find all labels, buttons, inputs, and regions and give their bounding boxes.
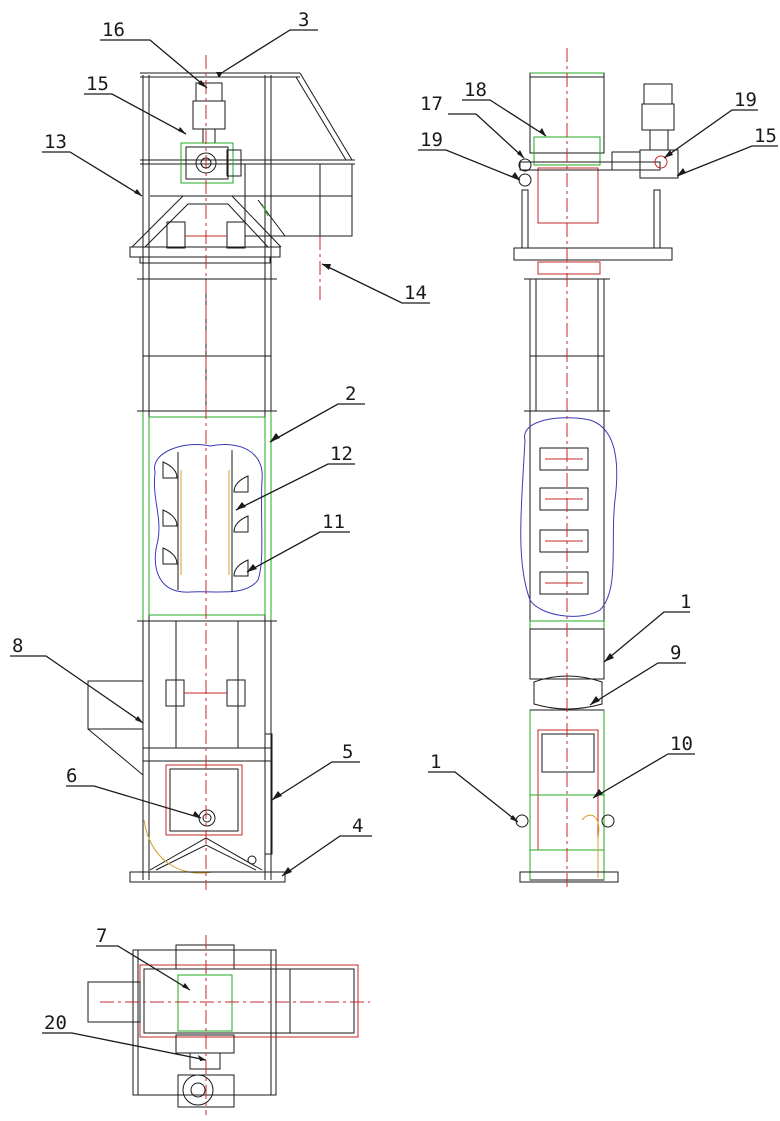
label-5: 5	[342, 741, 353, 763]
label-3: 3	[298, 9, 309, 31]
label-11: 11	[322, 511, 345, 533]
bucket-group	[539, 447, 589, 595]
label-7: 7	[96, 925, 107, 947]
label-1-boot: 1	[430, 751, 441, 773]
label-8: 8	[12, 635, 23, 657]
top-view	[87, 935, 370, 1115]
label-1-side: 1	[680, 591, 691, 613]
label-16: 16	[102, 19, 125, 41]
callout-labels: 3 16 15 13 14 2 12 11 8 5 6 4 7 20 18 17…	[12, 9, 777, 1034]
label-9: 9	[670, 642, 681, 664]
label-17: 17	[420, 93, 443, 115]
label-10: 10	[670, 733, 693, 755]
label-13: 13	[44, 131, 67, 153]
arrowheads	[134, 72, 686, 1061]
side-view	[513, 48, 679, 890]
label-19-right: 19	[734, 89, 757, 111]
label-19-left: 19	[420, 129, 443, 151]
front-view	[87, 55, 355, 890]
label-12: 12	[330, 443, 353, 465]
label-4: 4	[352, 815, 363, 837]
leader-lines	[10, 29, 778, 1061]
label-2: 2	[345, 383, 356, 405]
label-15-side: 15	[754, 125, 777, 147]
label-6: 6	[66, 765, 77, 787]
label-20: 20	[44, 1012, 67, 1034]
label-15-front: 15	[86, 73, 109, 95]
label-14: 14	[404, 282, 427, 304]
label-18: 18	[464, 79, 487, 101]
